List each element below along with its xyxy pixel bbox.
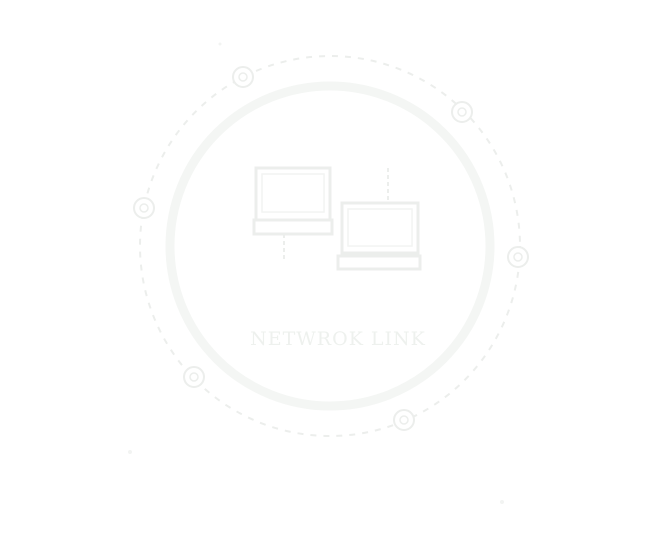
monitor-icon (252, 166, 334, 262)
globe-node-icon (232, 66, 254, 88)
speckle-dot (500, 500, 504, 504)
speckle-dot (218, 42, 222, 46)
globe-node-icon (451, 101, 473, 123)
speckle-dot (128, 450, 132, 454)
globe-node-icon (183, 366, 205, 388)
emblem-caption: NETWROK LINK (250, 328, 426, 350)
globe-node-icon (133, 197, 155, 219)
dashed-orbit-ring (139, 55, 521, 437)
globe-node-icon (393, 409, 415, 431)
outer-ring (165, 81, 495, 411)
globe-node-icon (507, 246, 529, 268)
laptop-icon (336, 201, 422, 271)
